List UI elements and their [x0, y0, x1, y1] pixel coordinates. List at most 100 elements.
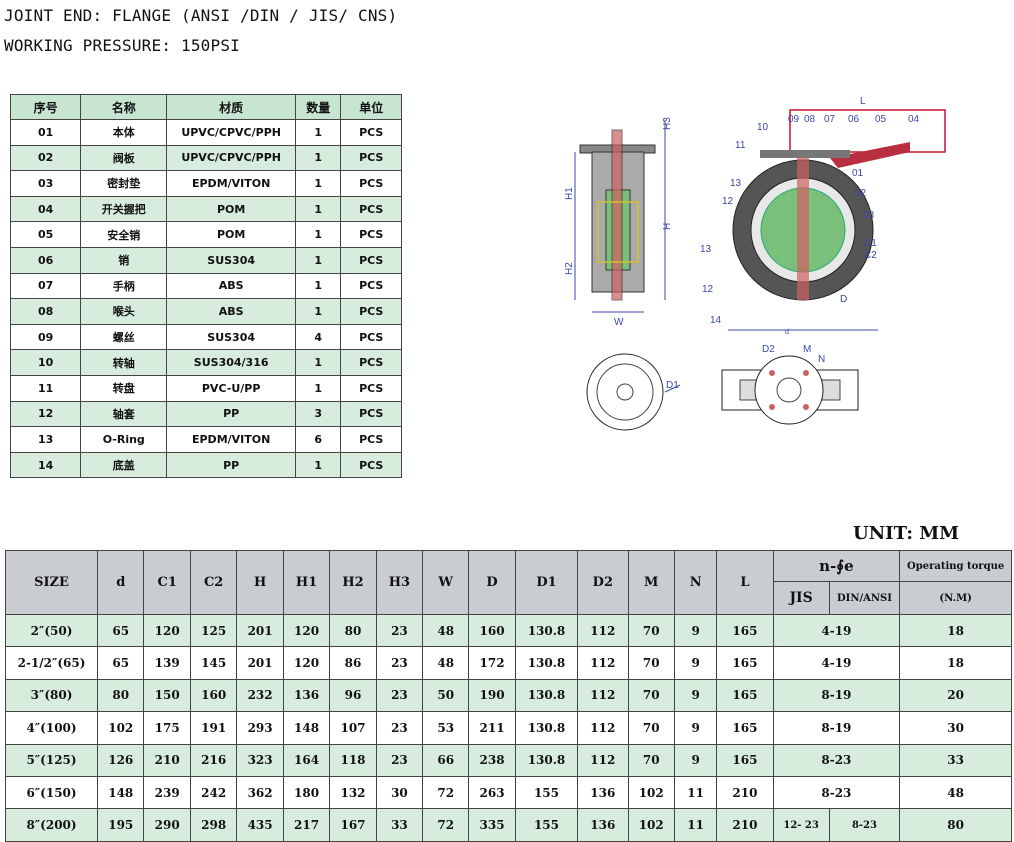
dims-cell: 238 [468, 743, 516, 777]
joint-end-text: JOINT END: FLANGE (ANSI /DIN / JIS/ CNS) [4, 6, 398, 25]
part-name: 阀板 [80, 144, 168, 172]
part-no: 01 [9, 119, 82, 146]
label-h2: H2 [564, 262, 575, 275]
col-torque: Operating torque [899, 550, 1012, 582]
dims-cell: 102 [627, 808, 675, 842]
part-unit: PCS [340, 195, 402, 223]
part-qty: 1 [294, 119, 342, 146]
dims-cell: 112 [577, 678, 629, 713]
unit-label: UNIT: MM [853, 523, 960, 544]
dims-cell: 9 [673, 678, 718, 713]
part-material: UPVC/CPVC/PPH [166, 119, 296, 146]
dims-cell: 125 [189, 613, 238, 648]
part-no: 09 [9, 323, 82, 351]
part-qty: 1 [294, 246, 342, 274]
dims-cell: 217 [282, 808, 331, 842]
dims-cell: 23 [375, 646, 424, 680]
col-qty: 数量 [294, 94, 342, 120]
label-12a: 12 [722, 196, 734, 207]
col-d: d [97, 550, 145, 615]
label-h: H [662, 223, 673, 230]
label-08: 08 [804, 114, 816, 125]
valve-drawing: H3 H1 H H2 W L 10 09 08 07 06 05 04 11 0… [564, 96, 946, 431]
label-m: M [803, 344, 811, 355]
dims-cell: 165 [716, 711, 774, 745]
col-bolt: n-∮e [772, 550, 901, 582]
dims-cell: 201 [236, 646, 284, 680]
dims-cell: 9 [673, 613, 718, 648]
label-10: 10 [757, 122, 769, 133]
label-05: 05 [875, 114, 887, 125]
part-qty: 1 [294, 221, 342, 248]
part-material: EPDM/VITON [166, 426, 296, 453]
part-unit: PCS [340, 221, 402, 248]
dims-cell: 3″(80) [4, 678, 99, 713]
col-h2: H2 [329, 550, 377, 615]
dims-cell: 70 [627, 613, 675, 648]
dims-cell: 210 [716, 808, 774, 842]
label-h3: H3 [662, 117, 673, 130]
part-qty: 1 [294, 272, 342, 300]
label-d2: D2 [762, 344, 775, 355]
dims-cell: 70 [627, 743, 675, 777]
label-13a: 13 [730, 178, 742, 189]
dims-cell: 139 [143, 646, 191, 680]
dims-cell: 191 [189, 711, 238, 745]
dims-cell: 112 [577, 613, 629, 648]
part-material: PVC-U/PP [166, 374, 296, 402]
top-left-view [586, 353, 681, 431]
col-l: L [716, 550, 774, 615]
dims-cell: 210 [716, 775, 774, 810]
part-unit: PCS [340, 323, 402, 351]
bolt-din-cell: 8-23 [828, 808, 901, 842]
part-material: EPDM/VITON [166, 170, 296, 197]
dims-cell: 112 [577, 646, 629, 680]
col-m: M [627, 550, 675, 615]
dims-cell: 130.8 [514, 743, 579, 777]
part-qty: 1 [294, 374, 342, 402]
dims-cell: 298 [189, 808, 238, 842]
dims-cell: 290 [143, 808, 191, 842]
part-unit: PCS [340, 298, 402, 325]
torque-cell: 18 [899, 646, 1012, 680]
col-size: SIZE [4, 550, 99, 615]
col-c2: C2 [189, 550, 238, 615]
dims-header-row: SIZE d C1 C2 H H1 H2 H3 W D D1 D2 M N L … [4, 550, 1012, 615]
dims-cell: 72 [422, 775, 470, 810]
part-qty: 4 [294, 323, 342, 351]
label-09: 09 [788, 114, 800, 125]
dims-cell: 23 [375, 743, 424, 777]
dims-cell: 323 [236, 743, 284, 777]
part-unit: PCS [340, 451, 402, 479]
part-qty: 1 [294, 170, 342, 197]
col-h: H [236, 550, 284, 615]
dims-cell: 190 [468, 678, 516, 713]
label-d1: D1 [666, 380, 679, 391]
dims-cell: 155 [514, 775, 579, 810]
dims-cell: 2″(50) [4, 613, 99, 648]
label-06: 06 [848, 114, 860, 125]
dims-cell: 66 [422, 743, 470, 777]
dims-cell: 50 [422, 678, 470, 713]
col-unit: 单位 [340, 94, 402, 120]
dims-cell: 293 [236, 711, 284, 745]
bolt-cell: 8-23 [772, 775, 901, 810]
label-d: D [840, 294, 847, 305]
dims-cell: 150 [143, 678, 191, 713]
part-name: O-Ring [80, 426, 168, 453]
dims-cell: 164 [282, 743, 331, 777]
dims-cell: 165 [716, 613, 774, 648]
dims-cell: 132 [329, 775, 377, 810]
label-13b: 13 [700, 244, 712, 255]
part-unit: PCS [340, 349, 402, 376]
part-name: 转盘 [80, 374, 168, 402]
